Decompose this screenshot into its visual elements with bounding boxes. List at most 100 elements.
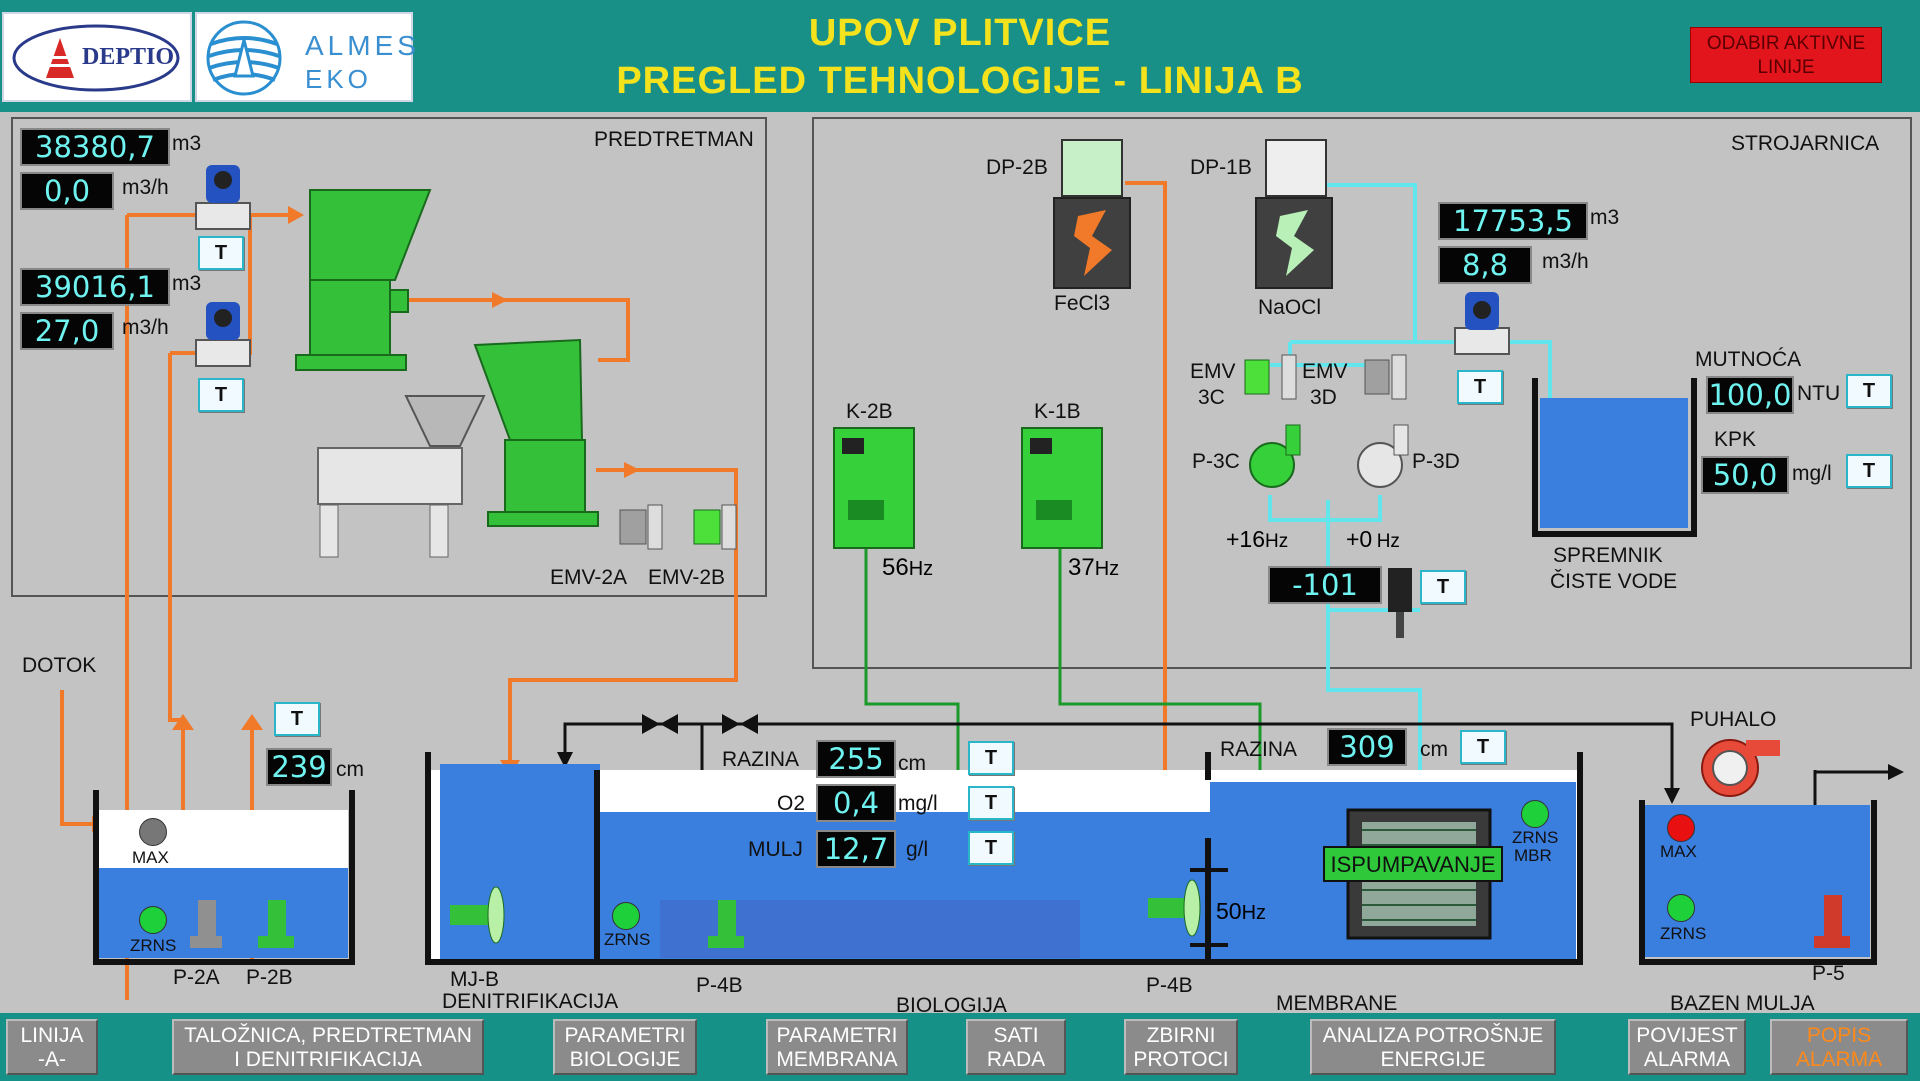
flow1-total-unit: m3: [172, 132, 202, 155]
k2b-frequency-unit: Hz: [908, 558, 934, 580]
almes-globe-icon: [206, 20, 282, 96]
k2b-label: K-2B: [846, 400, 893, 423]
strojarnica-title: STROJARNICA: [1731, 132, 1880, 155]
mutnoca-display: 100,0: [1706, 376, 1794, 414]
nav-povijest-alarma-line2: ALARMA: [1643, 1048, 1731, 1071]
bio-razina-label: RAZINA: [722, 748, 800, 771]
puhalo-label: PUHALO: [1690, 708, 1777, 731]
ispumpavanje-button[interactable]: ISPUMPAVANJE: [1323, 846, 1503, 882]
mixer-membrane: [1148, 879, 1201, 937]
emv-3d-label-1: EMV: [1302, 360, 1348, 383]
dotok-zrns-indicator: [139, 906, 167, 934]
nav-linija-a-button[interactable]: LINIJA-A-: [6, 1019, 98, 1075]
o2-display: 0,4: [816, 784, 896, 822]
predtretman-title: PREDTRETMAN: [594, 128, 754, 151]
flow-meter-1: [195, 165, 251, 230]
mutnoca-unit: NTU: [1797, 382, 1841, 405]
nav-popis-alarma-line1: POPIS: [1806, 1024, 1872, 1047]
blower-k1b: [1021, 427, 1103, 549]
mbr-razina-unit: cm: [1420, 738, 1448, 761]
dotok-tank: [93, 790, 355, 965]
fecl3-label: FeCl3: [1054, 292, 1111, 315]
mixer-denit: [450, 886, 505, 944]
mixer-frequency-unit: Hz: [1241, 902, 1267, 924]
p3c-label: P-3C: [1192, 450, 1240, 473]
dotok-max-label: MAX: [132, 848, 169, 867]
nav-popis-alarma-line2: ALARMA: [1795, 1048, 1883, 1071]
nav-parametri-biologije-line2: BIOLOGIJE: [569, 1048, 681, 1071]
clean-flow-trend-button[interactable]: T: [1457, 370, 1503, 404]
bio-zrns-indicator: [612, 902, 640, 930]
emv-2a-valve: [619, 504, 663, 550]
screen-2: [473, 338, 599, 527]
nav-talaznica-line2: I DENITRIFIKACIJA: [234, 1048, 422, 1071]
mj-b-label: MJ-B: [450, 968, 499, 991]
bio-razina-trend-button[interactable]: T: [968, 741, 1014, 775]
nav-analiza-energije-line2: ENERGIJE: [1380, 1048, 1486, 1071]
nav-zbirni-protoci-line1: ZBIRNI: [1146, 1024, 1216, 1047]
p3d-label: P-3D: [1412, 450, 1460, 473]
bio-zrns-label: ZRNS: [604, 930, 651, 949]
flow1-trend-button[interactable]: T: [198, 236, 244, 270]
nav-parametri-membrana-line1: PARAMETRI: [776, 1024, 898, 1047]
sludge-zrns-indicator: [1667, 894, 1695, 922]
mbr-razina-trend-button[interactable]: T: [1460, 730, 1506, 764]
dotok-label: DOTOK: [22, 654, 97, 677]
nav-povijest-alarma-line1: POVIJEST: [1636, 1024, 1738, 1047]
screw-compactor: [317, 395, 486, 558]
sludge-max-label: MAX: [1660, 842, 1697, 861]
strojarnica-panel: [812, 117, 1912, 669]
mutnoca-trend-button[interactable]: T: [1846, 374, 1892, 408]
sludge-zrns-label: ZRNS: [1660, 924, 1707, 943]
almes-logo-line1: ALMES: [305, 30, 420, 61]
emv-3c-label-2: 3C: [1198, 386, 1225, 409]
naocl-drum: [1255, 139, 1333, 289]
pressure-trend-button[interactable]: T: [1420, 570, 1466, 604]
mulj-trend-button[interactable]: T: [968, 831, 1014, 865]
dp2b-label: DP-2B: [986, 156, 1048, 179]
kpk-unit: mg/l: [1792, 462, 1832, 485]
screen-1: [295, 189, 432, 371]
clean-flow-total-display: 17753,5: [1438, 202, 1588, 240]
nav-sati-rada-line1: SATI: [993, 1024, 1039, 1047]
emv-2a-label: EMV-2A: [550, 566, 628, 589]
deptio-logo-mark: [12, 24, 180, 92]
pressure-sensor: [1388, 568, 1412, 638]
p3c-frequency-unit: Hz: [1265, 531, 1289, 552]
nav-analiza-energije-line1: ANALIZA POTROŠNJE: [1322, 1024, 1544, 1047]
active-line-select-button[interactable]: ODABIR AKTIVNE LINIJE: [1690, 27, 1882, 83]
p5-label: P-5: [1812, 962, 1845, 985]
dotok-trend-button[interactable]: T: [274, 702, 320, 736]
nav-zbirni-protoci-line2: PROTOCI: [1133, 1048, 1229, 1071]
clean-water-tank-label-2: ČISTE VODE: [1550, 570, 1678, 593]
nav-talaznica-line1: TALOŽNICA, PREDTRETMAN: [184, 1024, 472, 1047]
mulj-unit: g/l: [906, 838, 929, 861]
o2-trend-button[interactable]: T: [968, 786, 1014, 820]
mbr-razina-label: RAZINA: [1220, 738, 1298, 761]
pump-p2a: [190, 900, 222, 948]
emv-3c-valve: [1244, 354, 1297, 400]
emv-3d-valve: [1364, 354, 1407, 400]
pump-p3d: [1357, 424, 1409, 488]
mulj-label: MULJ: [748, 838, 803, 861]
kpk-trend-button[interactable]: T: [1846, 454, 1892, 488]
fecl3-drum: [1053, 139, 1131, 289]
blower-k2b: [833, 427, 915, 549]
flow-meter-3: [1454, 292, 1510, 355]
kpk-display: 50,0: [1701, 456, 1789, 494]
flow2-trend-button[interactable]: T: [198, 378, 244, 412]
p2a-label: P-2A: [173, 966, 220, 989]
flow2-total-display: 39016,1: [20, 268, 170, 306]
mbr-zrns-label-1: ZRNS: [1512, 828, 1559, 847]
biologija-label: BIOLOGIJA: [896, 994, 1007, 1017]
p3d-frequency-unit: Hz: [1376, 531, 1400, 552]
p3c-frequency-value: +16: [1226, 526, 1266, 552]
